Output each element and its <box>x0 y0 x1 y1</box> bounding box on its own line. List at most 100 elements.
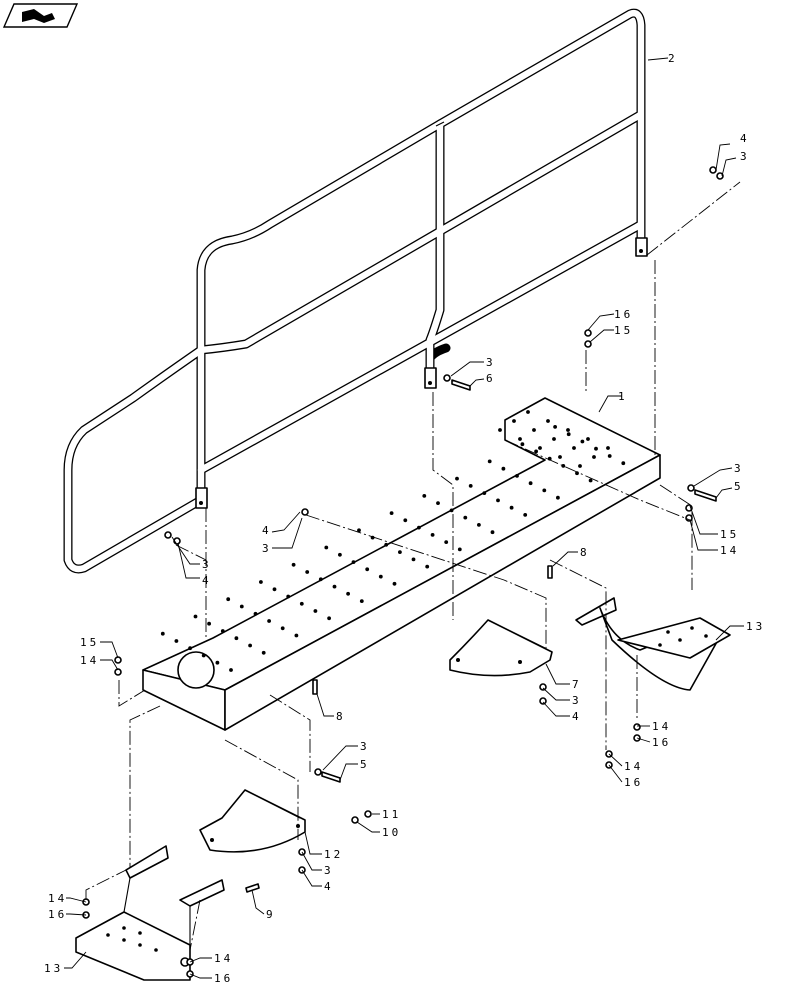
tread-hole <box>248 643 253 648</box>
tread-hole <box>487 459 492 464</box>
tread-hole <box>482 491 487 495</box>
tread-hole <box>365 567 370 572</box>
callout-12[interactable]: 12 <box>324 848 343 861</box>
callout-3[interactable]: 3 <box>360 740 370 753</box>
tread-hole <box>403 518 408 523</box>
callout-5[interactable]: 5 <box>360 758 370 771</box>
callout-3[interactable]: 3 <box>740 150 750 163</box>
callout-4[interactable]: 4 <box>262 524 272 537</box>
tread-hole <box>324 545 329 550</box>
tread-hole <box>566 428 570 432</box>
callout-4[interactable]: 4 <box>740 132 750 145</box>
tread-hole <box>578 464 582 468</box>
tread-hole <box>207 621 212 626</box>
callout-14[interactable]: 14 <box>720 544 739 557</box>
tread-hole <box>193 614 198 619</box>
callout-13[interactable]: 13 <box>746 620 765 633</box>
tread-hole <box>468 484 473 488</box>
callout-10[interactable]: 10 <box>382 826 401 839</box>
callout-14[interactable]: 14 <box>624 760 643 773</box>
callout-6[interactable]: 6 <box>486 372 496 385</box>
tread-hole <box>318 577 323 582</box>
tread-hole <box>389 511 394 515</box>
support-bracket-7 <box>449 619 553 677</box>
tread-hole <box>501 466 506 471</box>
support-bracket-12 <box>199 789 306 853</box>
arrow-book-icon[interactable] <box>2 3 79 28</box>
callout-3[interactable]: 3 <box>324 864 334 877</box>
tread-hole <box>239 604 244 609</box>
tread-hole <box>496 498 500 503</box>
callout-2[interactable]: 2 <box>668 52 678 65</box>
tread-hole <box>580 439 585 444</box>
tread-hole <box>523 513 528 517</box>
callout-16[interactable]: 16 <box>652 736 671 749</box>
callout-7[interactable]: 7 <box>572 678 582 691</box>
tread-hole <box>327 616 331 621</box>
callout-3[interactable]: 3 <box>734 462 744 475</box>
callout-15[interactable]: 15 <box>614 324 633 337</box>
tread-hole <box>280 626 285 631</box>
tread-hole <box>553 425 557 429</box>
tread-hole <box>291 562 296 567</box>
tread-hole <box>520 442 525 447</box>
tread-hole <box>215 660 220 665</box>
tread-hole <box>229 668 233 672</box>
tread-hole <box>234 636 239 641</box>
callout-3[interactable]: 3 <box>262 542 272 555</box>
callout-16[interactable]: 16 <box>214 972 233 985</box>
tread-hole <box>592 455 596 459</box>
callout-16[interactable]: 16 <box>48 908 67 921</box>
tread-hole <box>425 564 430 569</box>
callout-14[interactable]: 14 <box>652 720 671 733</box>
tread-hole <box>509 505 514 510</box>
tread-hole <box>174 639 179 643</box>
callout-15[interactable]: 15 <box>720 528 739 541</box>
callout-1[interactable]: 1 <box>618 390 628 403</box>
callout-4[interactable]: 4 <box>572 710 582 723</box>
callout-9[interactable]: 9 <box>266 908 276 921</box>
tread-hole <box>561 464 566 468</box>
callout-13[interactable]: 13 <box>44 962 63 975</box>
callout-16[interactable]: 16 <box>614 308 633 321</box>
tread-hole <box>455 476 459 481</box>
callout-11[interactable]: 11 <box>382 808 401 821</box>
callout-8[interactable]: 8 <box>580 546 590 559</box>
tread-hole <box>566 432 571 437</box>
tread-hole <box>294 633 299 638</box>
callout-14[interactable]: 14 <box>80 654 99 667</box>
callout-4[interactable]: 4 <box>324 880 334 893</box>
callout-3[interactable]: 3 <box>202 558 212 571</box>
callout-labels: 1 2 4 3 16 15 3 6 3 5 15 14 8 4 3 3 4 15… <box>44 52 765 985</box>
tread-hole <box>457 547 462 552</box>
leader-lines <box>64 57 744 979</box>
tread-hole <box>444 540 449 544</box>
tread-hole <box>606 446 610 450</box>
callout-15[interactable]: 15 <box>80 636 99 649</box>
callout-8[interactable]: 8 <box>336 710 346 723</box>
tread-hole <box>160 631 165 636</box>
tread-hole <box>532 428 536 432</box>
left-step-13 <box>75 845 225 981</box>
callout-4[interactable]: 4 <box>202 574 212 587</box>
callout-14[interactable]: 14 <box>48 892 67 905</box>
tread-hole <box>357 528 361 533</box>
tread-hole <box>378 574 383 579</box>
callout-3[interactable]: 3 <box>572 694 582 707</box>
tread-hole <box>512 419 516 423</box>
tread-hole <box>515 474 519 478</box>
callout-3[interactable]: 3 <box>486 356 496 369</box>
tread-hole <box>305 570 310 574</box>
tread-hole <box>526 410 530 414</box>
tread-hole <box>436 501 440 505</box>
tread-hole <box>542 488 547 493</box>
callout-14[interactable]: 14 <box>214 952 233 965</box>
tread-hole <box>313 609 318 613</box>
handrail <box>63 8 648 574</box>
callout-5[interactable]: 5 <box>734 480 744 493</box>
step-platform <box>142 397 661 731</box>
tread-hole <box>359 599 364 603</box>
callout-16[interactable]: 16 <box>624 776 643 789</box>
